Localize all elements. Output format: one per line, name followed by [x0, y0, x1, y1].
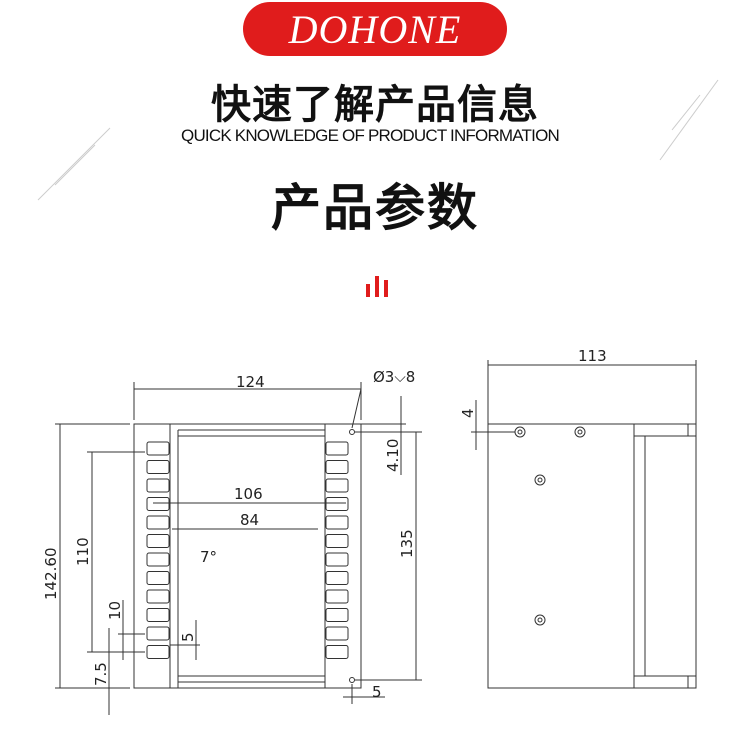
page-title: 快速了解产品信息 — [211, 82, 539, 128]
brand-logo: DOHONE — [243, 2, 507, 56]
side-view — [471, 360, 697, 689]
page-subtitle: QUICK KNOWLEDGE OF PRODUCT INFORMATION — [181, 126, 560, 145]
guide-fin — [325, 441, 349, 456]
guide-fin — [146, 571, 170, 585]
dim-hole-spacing: 135 — [398, 529, 416, 558]
dim-inner-width-outer: 106 — [234, 485, 263, 503]
dim-angle: 7° — [200, 548, 217, 566]
guide-fin — [146, 534, 170, 548]
brand-name: DOHONE — [288, 6, 462, 52]
guide-fin — [146, 515, 170, 530]
guide-fin — [325, 645, 349, 659]
guide-fin — [325, 571, 349, 585]
guide-fin — [146, 478, 170, 493]
guide-fin — [146, 626, 170, 641]
bars-icon — [366, 276, 388, 297]
front-view — [55, 382, 422, 715]
guide-fin — [325, 460, 349, 474]
guide-fin — [325, 478, 349, 493]
guide-fin — [325, 608, 349, 622]
guide-fin — [146, 608, 170, 622]
guide-fin — [146, 552, 170, 567]
guide-fin — [325, 497, 349, 511]
guide-fin — [325, 626, 349, 641]
dim-height: 142.60 — [42, 548, 60, 601]
dim-width: 124 — [236, 373, 265, 391]
guide-fin — [146, 645, 170, 659]
dim-hole-top-offset: 4.10 — [384, 439, 402, 472]
decorative-lines — [37, 79, 719, 201]
dim-top-offset: 4 — [459, 408, 477, 418]
guide-fin — [146, 497, 170, 511]
guide-fin — [325, 515, 349, 530]
dim-hole-side-offset: 5 — [372, 683, 382, 701]
guide-fin — [146, 589, 170, 604]
guide-fin — [325, 589, 349, 604]
dim-depth: 113 — [578, 347, 607, 365]
dim-hole-spec: Ø3⌵8 — [373, 368, 415, 386]
dim-bottom-offset: 7.5 — [92, 662, 110, 686]
dim-slot-span: 110 — [74, 537, 92, 566]
section-title: 产品参数 — [271, 179, 479, 237]
guide-fin — [146, 441, 170, 456]
dim-slot-gap: 5 — [179, 632, 197, 642]
dim-slot-pitch: 10 — [106, 601, 124, 620]
guide-fin — [325, 534, 349, 548]
guide-fin — [325, 552, 349, 567]
guide-fin — [146, 460, 170, 474]
dim-inner-width: 84 — [240, 511, 259, 529]
